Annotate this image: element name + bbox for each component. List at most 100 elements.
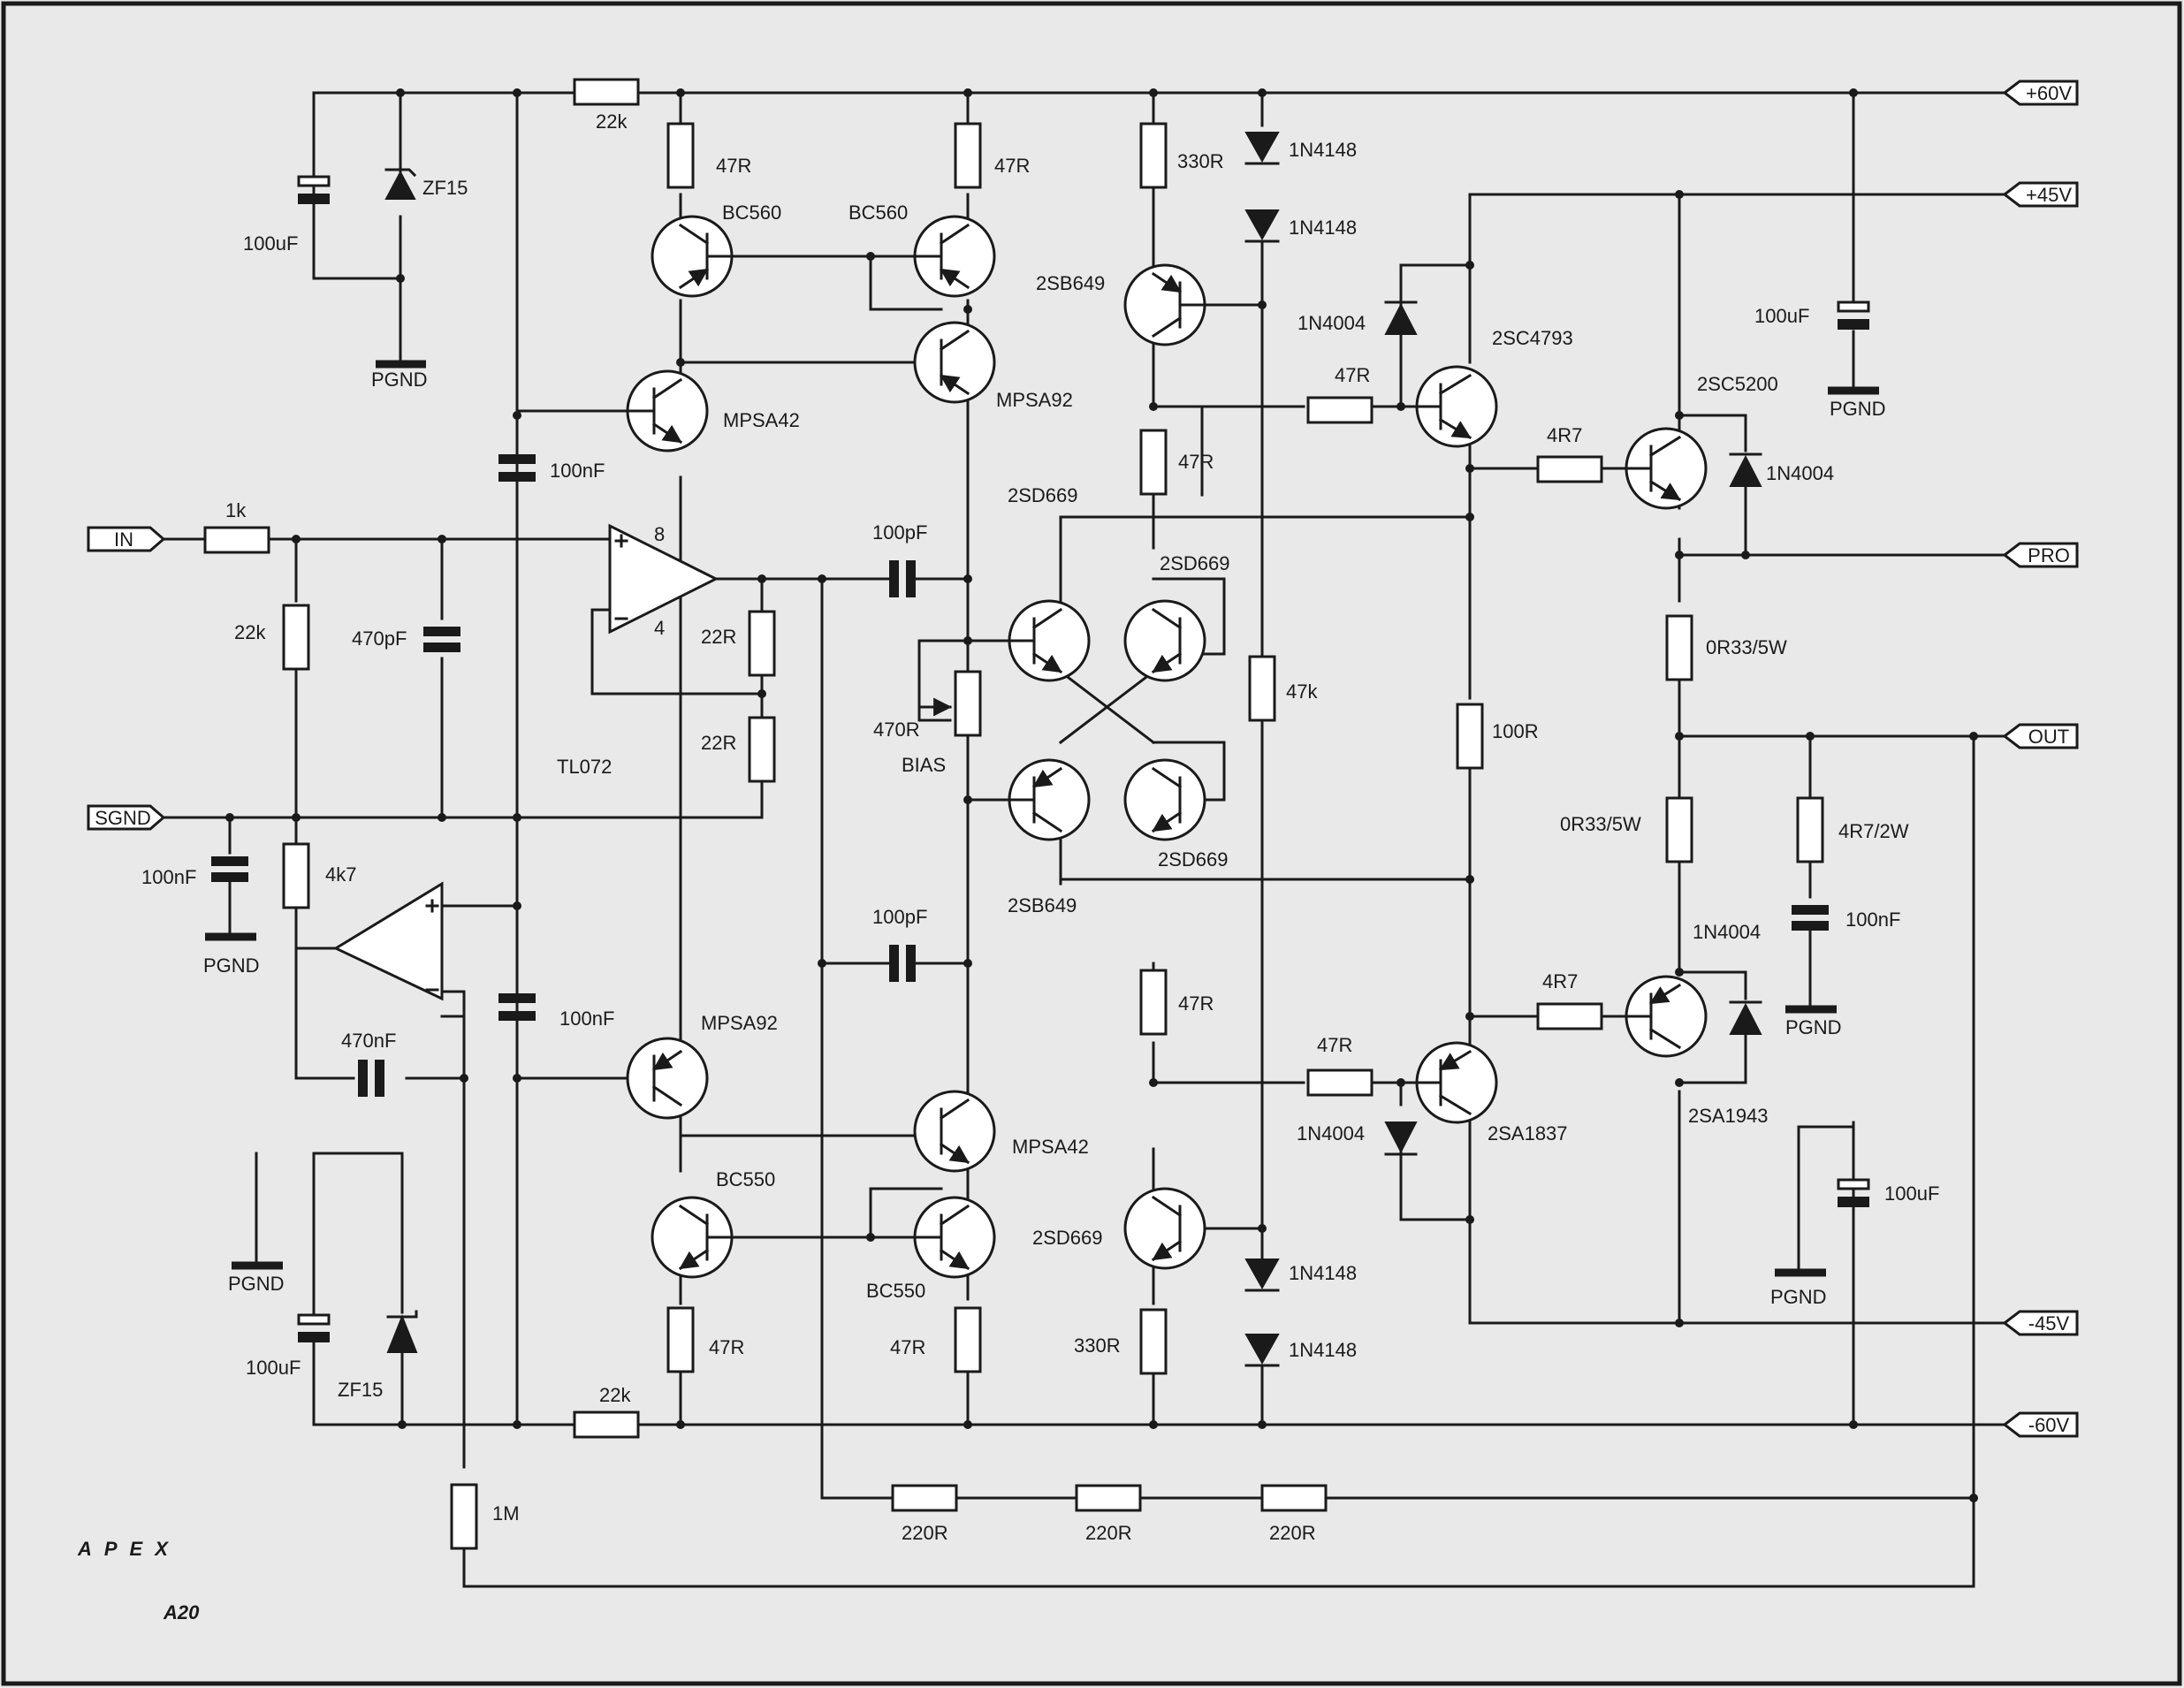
label-2sd669-mid-upper: 2SD669: [1160, 552, 1230, 574]
transistor-2sd669-bot: [1123, 1187, 1206, 1270]
diode-1n4148-c: [1244, 1258, 1280, 1290]
port-in-label: IN: [114, 528, 133, 551]
resistor-22k-bot: [573, 1410, 640, 1439]
capacitor-470pf: [423, 627, 460, 636]
label-100uf-right: 100uF: [1754, 305, 1809, 327]
label-330r-bot: 330R: [1074, 1334, 1121, 1357]
capacitor-100pf-bot: [889, 945, 899, 982]
label-2sc4793: 2SC4793: [1492, 327, 1573, 349]
label-mpsa42-top: MPSA42: [723, 409, 800, 431]
label-2sd669-mid-lower: 2SD669: [1158, 848, 1229, 871]
resistor-1m: [450, 1483, 478, 1550]
top-left-supply: [297, 91, 426, 369]
capacitor-100nf-top: [498, 454, 536, 464]
label-bc550-left: BC550: [716, 1168, 775, 1190]
label-220r-a: 220R: [902, 1522, 948, 1544]
label-0r33-a: 0R33/5W: [1706, 636, 1787, 658]
wires: [162, 91, 2006, 1588]
diode-1n4148-b: [1244, 209, 1280, 241]
capacitor-100nf-mid: [498, 993, 536, 1003]
resistor-22k-in: [282, 604, 310, 671]
transistor-2sa1837: [1412, 1041, 1498, 1124]
label-100uf-bot-right: 100uF: [1884, 1182, 1939, 1205]
label-22k-in: 22k: [234, 621, 266, 643]
resistor-22r-a: [748, 610, 776, 677]
label-pgnd-snubber: PGND: [1785, 1016, 1842, 1038]
port-plus-60v: +60V: [2002, 80, 2079, 106]
junctions: [225, 88, 1978, 1502]
label-pgnd-bot-right: PGND: [1770, 1286, 1827, 1308]
resistor-470r-bias: [954, 670, 982, 737]
label-2sa1943: 2SA1943: [1688, 1105, 1769, 1127]
label-47r-e: 47R: [1178, 451, 1214, 473]
port-out: OUT: [2002, 723, 2079, 749]
transistor-2sb649-left: [1008, 758, 1091, 841]
port-minus-60v-label: -60V: [2028, 1414, 2070, 1436]
label-pgnd-sgnd: PGND: [203, 954, 260, 977]
label-100pf-bot: 100pF: [872, 906, 927, 928]
port-sgnd: SGND: [87, 804, 166, 831]
port-out-label: OUT: [2028, 726, 2069, 748]
label-22k-top: 22k: [596, 110, 628, 133]
label-470r: 470R: [873, 719, 920, 741]
resistor-47r-a: [666, 122, 695, 189]
resistor-4r7-a: [1536, 455, 1603, 483]
label-470pf: 470pF: [352, 627, 407, 650]
transistor-mpsa92-top: [913, 321, 996, 404]
label-100uf-top-left: 100uF: [243, 232, 298, 255]
logo-apex: APEX: [77, 1538, 180, 1560]
transistor-2sb649-top: [1123, 263, 1230, 346]
zener-zf15-bot: [386, 1314, 418, 1353]
label-220r-c: 220R: [1269, 1522, 1316, 1544]
label-1n4004-c: 1N4004: [1766, 462, 1834, 484]
transistor-mpsa42-top: [515, 369, 709, 452]
label-100nf-top: 100nF: [550, 460, 605, 482]
resistor-47r-e: [1139, 429, 1168, 496]
label-4r7-a: 4R7: [1547, 424, 1582, 446]
label-47r-d: 47R: [890, 1336, 925, 1358]
label-47r-h: 47R: [1317, 1034, 1352, 1056]
transistor-mpsa42-bot: [913, 1090, 996, 1173]
capacitor-470nf: [358, 1060, 368, 1097]
label-100pf-top: 100pF: [872, 521, 927, 544]
label-pgnd-top-left: PGND: [371, 369, 428, 391]
label-1n4004-a: 1N4004: [1297, 312, 1366, 334]
resistor-220r-b: [1075, 1484, 1142, 1512]
opamp-tl072-a: [608, 523, 719, 635]
diode-1n4004-b: [1384, 1122, 1418, 1154]
label-100nf-snubber: 100nF: [1845, 909, 1900, 931]
label-zf15-top: ZF15: [422, 177, 468, 199]
label-opamp-pin4: 4: [654, 617, 665, 639]
diode-1n4004-c: [1729, 454, 1762, 487]
resistor-4r7-2w: [1796, 796, 1824, 863]
label-2sb649-left: 2SB649: [1008, 894, 1077, 916]
label-1n4148-c: 1N4148: [1289, 1262, 1357, 1284]
transistor-mpsa92-bot: [626, 1037, 709, 1120]
transistor-bc550-right: [730, 1196, 996, 1279]
label-mpsa92-bot: MPSA92: [701, 1012, 778, 1034]
label-2sa1837: 2SA1837: [1488, 1122, 1568, 1144]
label-0r33-b: 0R33/5W: [1560, 813, 1641, 835]
port-pro: PRO: [2002, 542, 2079, 568]
label-bc560-left: BC560: [722, 201, 781, 224]
label-100nf-mid: 100nF: [559, 1007, 614, 1030]
port-sgnd-label: SGND: [95, 807, 151, 829]
diode-1n4004-a: [1384, 302, 1418, 335]
label-47k: 47k: [1286, 681, 1318, 703]
resistor-1k: [203, 526, 270, 554]
transistors: [515, 215, 1708, 1279]
port-plus-45v: +45V: [2002, 181, 2079, 208]
transistor-2sc4793: [1412, 365, 1498, 448]
resistor-220r-c: [1260, 1484, 1328, 1512]
label-220r-b: 220R: [1085, 1522, 1132, 1544]
label-mpsa92-top: MPSA92: [996, 389, 1073, 411]
label-1n4148-d: 1N4148: [1289, 1339, 1357, 1361]
transistor-2sa1943: [1625, 975, 1708, 1058]
transistor-2sd669-mid-upper: [1123, 599, 1206, 682]
port-plus-45v-label: +45V: [2026, 184, 2072, 206]
resistor-4k7: [282, 842, 310, 909]
resistor-47r-h: [1306, 1068, 1374, 1097]
capacitor-100nf-snubber: [1792, 905, 1829, 915]
